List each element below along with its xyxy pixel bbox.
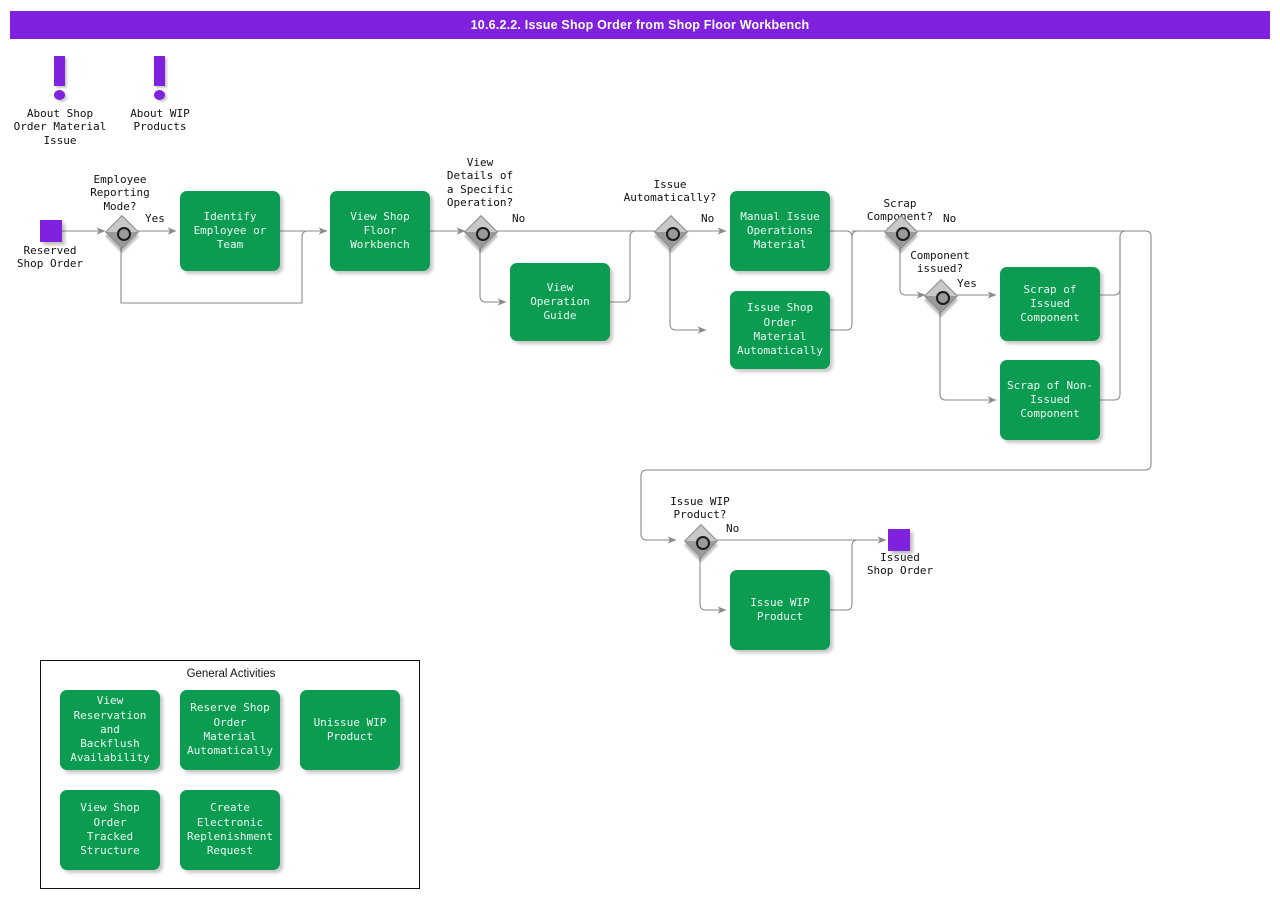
- gateway-label-issue-automatically: Issue Automatically?: [623, 178, 717, 205]
- exclamation-icon: [54, 56, 65, 86]
- exclamation-dot-icon: [154, 90, 165, 100]
- node-issue-shop-order-material-automatically[interactable]: Issue Shop Order Material Automatically: [730, 291, 830, 369]
- gateway-issue-automatically[interactable]: [654, 215, 689, 250]
- edge-label-no-issue-auto: No: [701, 212, 715, 225]
- gateway-ring-icon: [696, 536, 710, 550]
- edge-label-no-issue-wip: No: [726, 522, 740, 535]
- page-title: 10.6.2.2. Issue Shop Order from Shop Flo…: [10, 11, 1270, 39]
- edge-label-yes-employee: Yes: [145, 212, 165, 225]
- node-view-shop-floor-workbench[interactable]: View Shop Floor Workbench: [330, 191, 430, 271]
- gateway-label-issue-wip-product: Issue WIP Product?: [670, 495, 730, 522]
- exclamation-dot-icon: [54, 90, 65, 100]
- gateway-label-view-details: View Details of a Specific Operation?: [446, 156, 514, 210]
- exclamation-icon: [154, 56, 165, 86]
- node-issue-wip-product[interactable]: Issue WIP Product: [730, 570, 830, 650]
- gateway-view-details-specific-operation[interactable]: [464, 215, 499, 250]
- edge-label-no-scrap-component: No: [943, 212, 957, 225]
- node-view-operation-guide[interactable]: View Operation Guide: [510, 263, 610, 341]
- ga-unissue-wip-product[interactable]: Unissue WIP Product: [300, 690, 400, 770]
- edge-label-no-view-details: No: [512, 212, 526, 225]
- general-activities-title: General Activities: [186, 668, 276, 680]
- ga-create-electronic-replenishment-request[interactable]: Create Electronic Replenishment Request: [180, 790, 280, 870]
- node-identify-employee-or-team[interactable]: Identify Employee or Team: [180, 191, 280, 271]
- gateway-component-issued[interactable]: [924, 279, 959, 314]
- gateway-ring-icon: [476, 227, 490, 241]
- gateway-issue-wip-product[interactable]: [684, 524, 719, 559]
- end-event-issued-shop-order[interactable]: [888, 529, 910, 551]
- start-event-label: Reserved Shop Order: [16, 244, 84, 271]
- node-scrap-of-non-issued-component[interactable]: Scrap of Non- Issued Component: [1000, 360, 1100, 440]
- gateway-ring-icon: [896, 227, 910, 241]
- edge-label-yes-component-issued: Yes: [957, 277, 977, 290]
- ga-view-reservation-backflush[interactable]: View Reservation and Backflush Availabil…: [60, 690, 160, 770]
- node-manual-issue-operations-material[interactable]: Manual Issue Operations Material: [730, 191, 830, 271]
- gateway-label-component-issued: Component issued?: [910, 249, 970, 276]
- gateway-scrap-component[interactable]: [884, 215, 919, 250]
- ga-reserve-shop-order-material[interactable]: Reserve Shop Order Material Automaticall…: [180, 690, 280, 770]
- node-scrap-of-issued-component[interactable]: Scrap of Issued Component: [1000, 267, 1100, 341]
- ga-view-shop-order-tracked-structure[interactable]: View Shop Order Tracked Structure: [60, 790, 160, 870]
- note-label-shop-order-material-issue: About Shop Order Material Issue: [13, 107, 107, 147]
- gateway-label-employee-reporting-mode: Employee Reporting Mode?: [90, 173, 150, 213]
- start-event-reserved-shop-order[interactable]: [40, 220, 62, 242]
- gateway-ring-icon: [666, 227, 680, 241]
- gateway-employee-reporting-mode[interactable]: [105, 215, 140, 250]
- end-event-label: Issued Shop Order: [866, 551, 934, 578]
- gateway-ring-icon: [117, 227, 131, 241]
- note-icon-shop-order-material-issue[interactable]: [40, 56, 80, 104]
- gateway-ring-icon: [936, 291, 950, 305]
- note-icon-wip-products[interactable]: [140, 56, 180, 104]
- note-label-wip-products: About WIP Products: [130, 107, 190, 134]
